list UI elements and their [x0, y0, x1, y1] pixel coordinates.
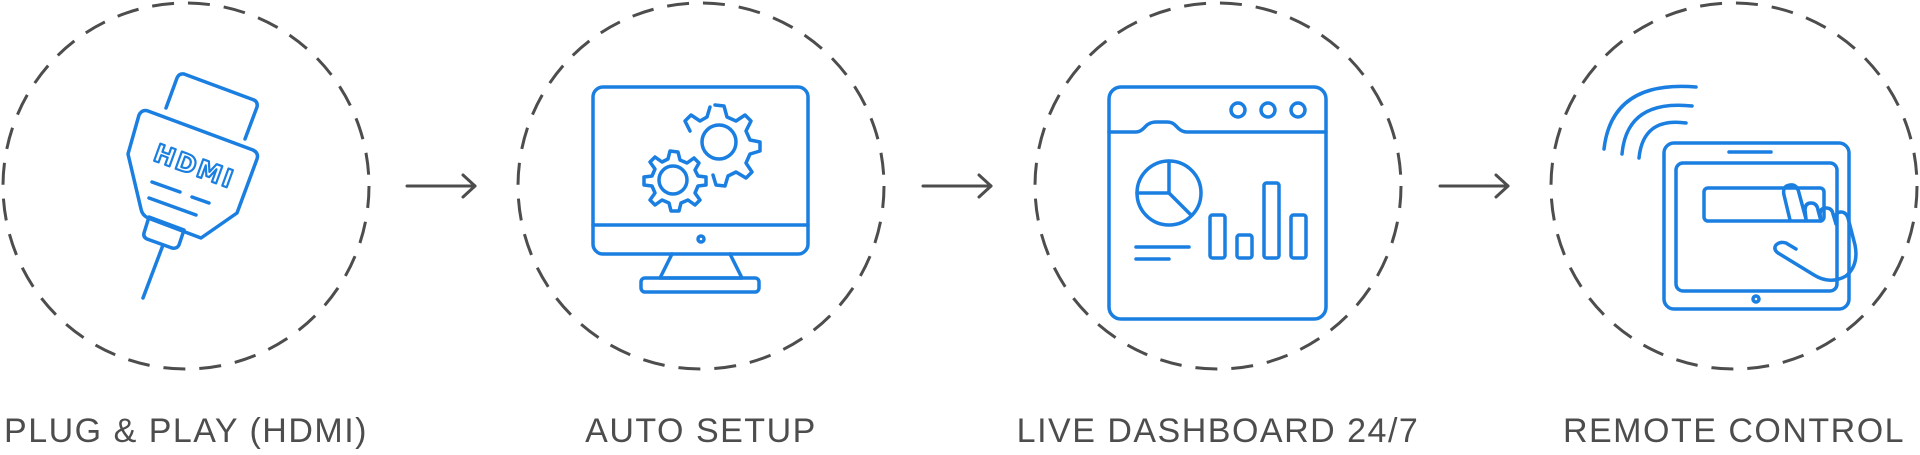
- dashboard-window-icon: [1107, 85, 1328, 321]
- arrow-right-icon: [1438, 173, 1510, 199]
- step-1-label: PLUG & PLAY (HDMI): [4, 412, 368, 450]
- step-3-circle: [1033, 1, 1403, 371]
- step-3-label: LIVE DASHBOARD 24/7: [1016, 412, 1420, 450]
- step-2-circle: [516, 1, 886, 371]
- hdmi-plug-icon: HDMI: [126, 72, 260, 300]
- step-1-circle: HDMI: [1, 1, 371, 371]
- step-4-label: REMOTE CONTROL: [1562, 412, 1906, 450]
- step-4-circle: [1549, 1, 1919, 371]
- step-2-label: AUTO SETUP: [585, 412, 817, 450]
- remote-touch-tablet-icon: [1602, 84, 1858, 311]
- monitor-gears-icon: [591, 85, 810, 294]
- arrow-right-icon: [405, 173, 477, 199]
- arrow-right-icon: [921, 173, 993, 199]
